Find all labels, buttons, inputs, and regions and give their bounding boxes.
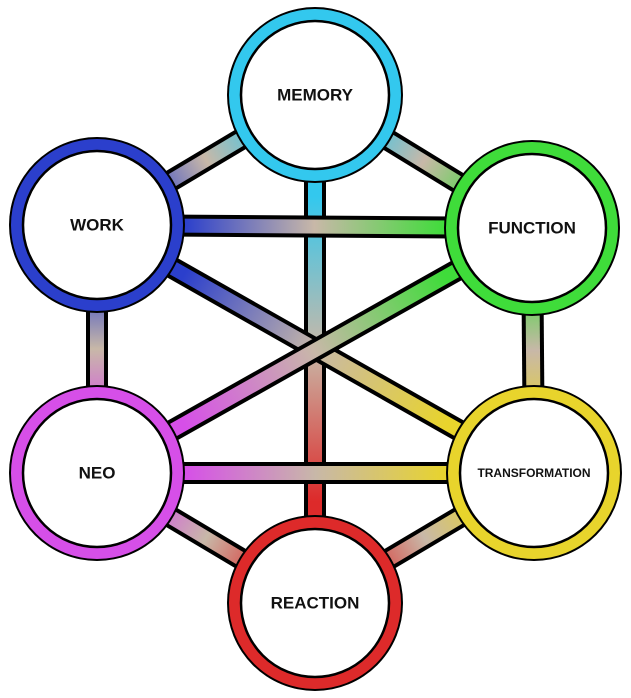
node-inner-circle	[239, 527, 391, 679]
node-transformation[interactable]: TRANSFORMATION	[446, 385, 622, 561]
node-label-neo: NEO	[79, 464, 116, 483]
node-label-transformation: TRANSFORMATION	[477, 466, 590, 480]
node-reaction[interactable]: REACTION	[227, 515, 403, 691]
node-inner-circle	[456, 152, 608, 304]
node-label-work: WORK	[70, 216, 125, 235]
node-neo[interactable]: NEO	[9, 385, 185, 561]
node-inner-circle	[21, 397, 173, 549]
node-function[interactable]: FUNCTION	[444, 140, 620, 316]
node-inner-circle	[458, 397, 610, 549]
node-label-reaction: REACTION	[271, 594, 360, 613]
node-inner-circle	[21, 149, 173, 301]
node-label-memory: MEMORY	[277, 86, 354, 105]
node-memory[interactable]: MEMORY	[227, 7, 403, 183]
node-work[interactable]: WORK	[9, 137, 185, 313]
node-inner-circle	[239, 19, 391, 171]
node-label-function: FUNCTION	[488, 219, 576, 238]
node-layer: MEMORY WORK FUNCTION NEO TRANSFORMATION REACT…	[9, 7, 622, 691]
